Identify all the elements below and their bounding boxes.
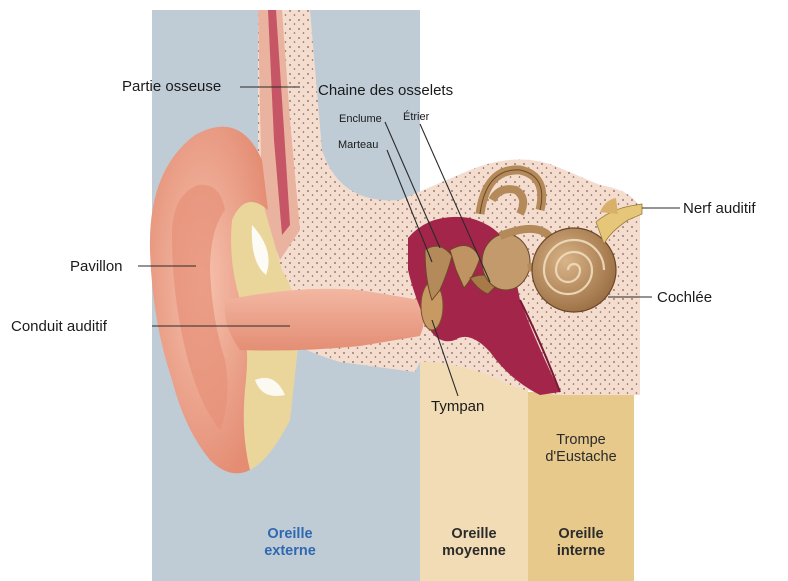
label-marteau: Marteau [338, 139, 378, 151]
trompe-line2: d'Eustache [533, 449, 629, 466]
zone-oreille-externe: Oreille externe [238, 526, 342, 560]
zone-interne-line1: Oreille [528, 526, 634, 543]
zone-externe-line1: Oreille [238, 526, 342, 543]
label-pavillon: Pavillon [70, 258, 123, 275]
label-etrier: Étrier [403, 111, 429, 123]
zone-interne-line2: interne [528, 543, 634, 560]
label-trompe-eustache: Trompe d'Eustache [533, 432, 629, 466]
label-partie-osseuse: Partie osseuse [122, 78, 221, 95]
zone-oreille-moyenne: Oreille moyenne [420, 526, 528, 560]
zone-moyenne-line1: Oreille [420, 526, 528, 543]
zone-externe-line2: externe [238, 543, 342, 560]
trompe-line1: Trompe [533, 432, 629, 449]
label-nerf-auditif: Nerf auditif [683, 200, 756, 217]
label-chaine-osselets: Chaine des osselets [318, 82, 453, 99]
label-cochlee: Cochlée [657, 289, 712, 306]
label-tympan: Tympan [431, 398, 484, 415]
zone-oreille-interne: Oreille interne [528, 526, 634, 560]
label-conduit-auditif: Conduit auditif [11, 318, 107, 335]
label-enclume: Enclume [339, 113, 382, 125]
zone-moyenne-line2: moyenne [420, 543, 528, 560]
